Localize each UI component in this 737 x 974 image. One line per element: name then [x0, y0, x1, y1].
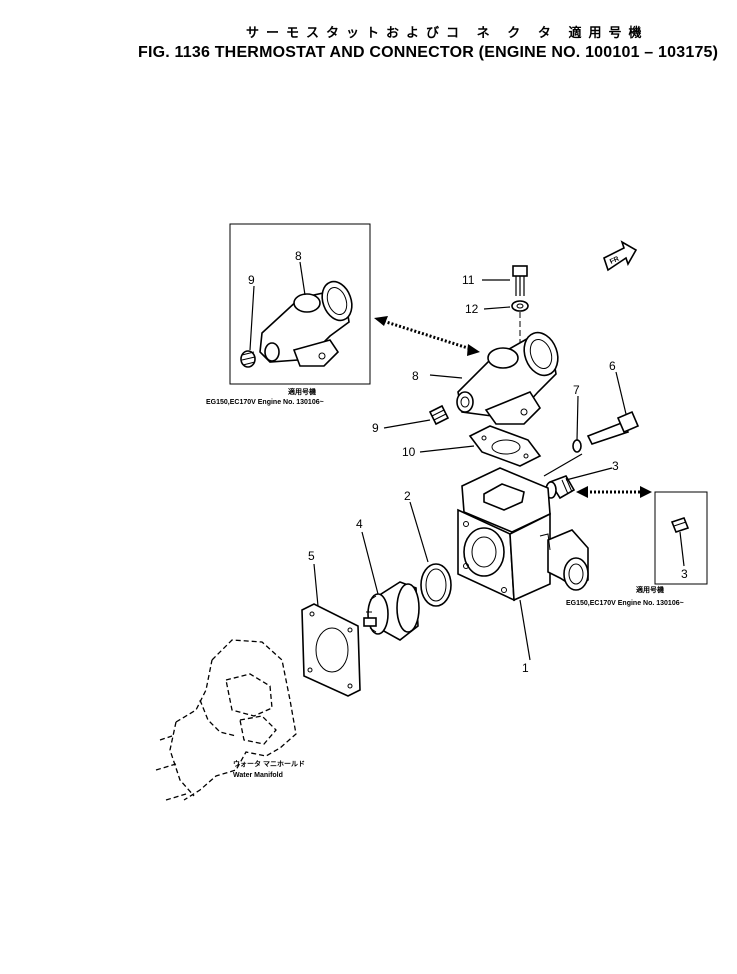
fitting-part-3	[545, 475, 576, 500]
left-inset-title: 適用号機	[288, 387, 316, 396]
thermostat-part-4	[363, 581, 420, 641]
svg-text:FR: FR	[609, 256, 620, 266]
bolt-part-6	[586, 410, 640, 445]
right-inset-note: EG150,EC170V Engine No. 130106~	[566, 600, 684, 607]
inset-arrow-right	[576, 486, 652, 498]
callout-4: 4	[356, 517, 363, 531]
callout-3: 3	[612, 459, 619, 473]
plug-part-9	[428, 404, 450, 426]
washer-part-7	[572, 439, 582, 453]
callout-7: 7	[573, 383, 580, 397]
left-inset-note: EG150,EC170V Engine No. 130106~	[206, 399, 324, 406]
callout-6: 6	[609, 359, 616, 373]
inset-plug-part-9	[240, 350, 256, 368]
callout-9-inset: 9	[248, 273, 255, 287]
callout-12: 12	[465, 302, 479, 316]
callout-1: 1	[522, 661, 529, 675]
connector-part-8	[456, 331, 559, 425]
inset-arrow-left	[374, 316, 480, 356]
manifold-label-jp: ウォータ マニホールド	[233, 759, 305, 768]
bolt-part-11	[512, 265, 528, 296]
callout-11: 11	[462, 273, 475, 287]
callout-2: 2	[404, 489, 411, 503]
gasket-part-10	[468, 425, 542, 467]
front-direction-arrow: FR	[603, 240, 638, 272]
callout-3-inset: 3	[681, 567, 688, 581]
japanese-title: サーモスタットおよびコ ネ ク タ 適用号機	[246, 25, 649, 40]
inset-connector-part-8	[259, 280, 353, 367]
washer-part-12	[511, 300, 529, 312]
callout-5: 5	[308, 549, 315, 563]
o-ring-part-2	[420, 563, 452, 607]
callout-10: 10	[402, 445, 416, 459]
gasket-part-5	[301, 603, 361, 697]
housing-part-1	[457, 467, 589, 602]
manifold-label-en: Water Manifold	[233, 772, 283, 779]
callout-8-inset: 8	[295, 249, 302, 263]
right-inset: 3	[654, 491, 708, 585]
right-inset-title: 適用号機	[636, 585, 664, 594]
callout-8: 8	[412, 369, 419, 383]
callout-9: 9	[372, 421, 379, 435]
left-inset: 9 8	[229, 223, 371, 385]
figure-title: FIG. 1136 THERMOSTAT AND CONNECTOR (ENGI…	[138, 44, 719, 61]
water-manifold	[155, 639, 297, 801]
